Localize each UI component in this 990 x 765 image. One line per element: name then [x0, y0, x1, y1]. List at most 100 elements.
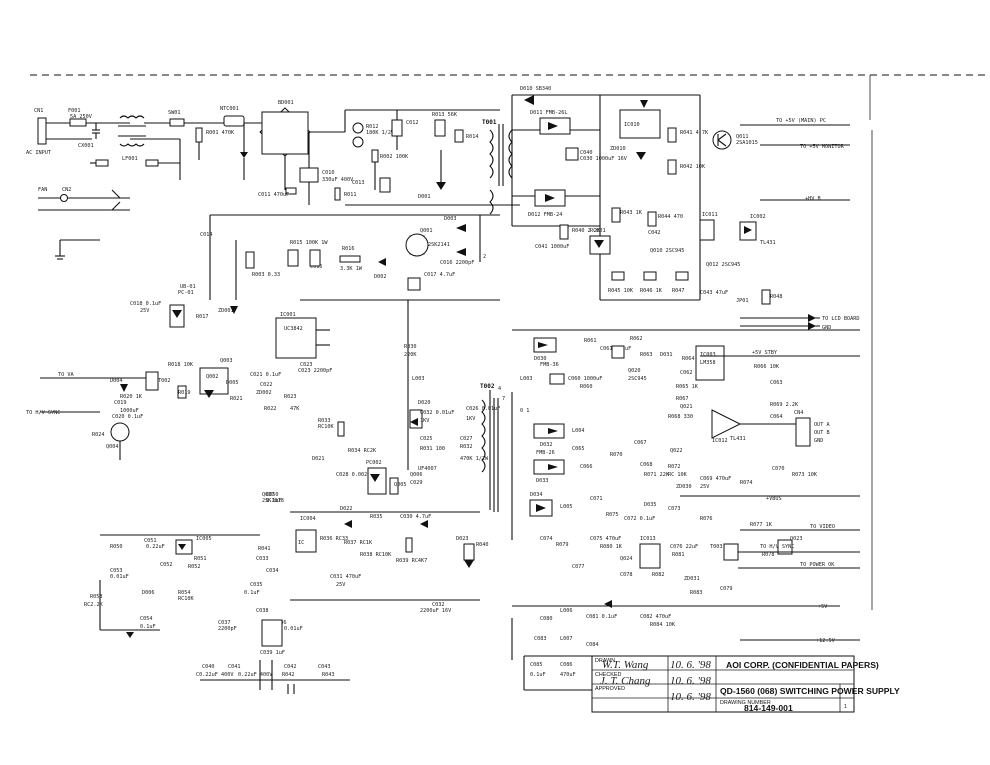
svg-text:C016 2200pF: C016 2200pF: [440, 260, 474, 266]
svg-text:IC001: IC001: [280, 312, 296, 318]
svg-text:0.22uF: 0.22uF: [146, 544, 165, 550]
svg-text:R038 RC10K: R038 RC10K: [360, 552, 392, 558]
svg-text:IC011: IC011: [702, 212, 718, 218]
svg-text:R017: R017: [196, 314, 209, 320]
svg-text:+12.5V: +12.5V: [816, 638, 835, 644]
svg-text:3.3K 1W: 3.3K 1W: [340, 266, 363, 272]
svg-text:C014: C014: [200, 232, 213, 238]
svg-text:CN4: CN4: [794, 410, 803, 416]
svg-text:R043: R043: [322, 672, 335, 678]
svg-text:Q012 2SC945: Q012 2SC945: [706, 262, 740, 268]
svg-text:R013 56K: R013 56K: [432, 112, 458, 118]
svg-text:C071: C071: [590, 496, 603, 502]
svg-text:C028 0.0022uF: C028 0.0022uF: [336, 472, 377, 478]
svg-text:C082 470uF: C082 470uF: [640, 614, 671, 620]
svg-text:IC002: IC002: [750, 214, 766, 220]
svg-text:R066 10K: R066 10K: [754, 364, 780, 370]
svg-text:C038: C038: [256, 608, 269, 614]
svg-text:C029: C029: [410, 480, 423, 486]
svg-text:TL431: TL431: [760, 240, 776, 246]
svg-text:C067: C067: [634, 440, 647, 446]
svg-text:0.1uF: 0.1uF: [266, 498, 282, 504]
svg-text:2SC945: 2SC945: [628, 376, 647, 382]
svg-text:R022: R022: [264, 406, 277, 412]
sheet-label: DRAWING NUMBER: [720, 700, 771, 706]
svg-text:R065 1K: R065 1K: [676, 384, 699, 390]
svg-text:C041 1000uF: C041 1000uF: [535, 244, 569, 250]
svg-text:TO +5V MONITOR: TO +5V MONITOR: [800, 144, 845, 150]
svg-text:R014: R014: [466, 134, 479, 140]
svg-text:UB-01: UB-01: [180, 284, 196, 290]
svg-text:C086: C086: [560, 662, 573, 668]
svg-text:2SK1018: 2SK1018: [262, 498, 284, 504]
svg-text:L004: L004: [572, 428, 585, 434]
svg-text:C074: C074: [540, 536, 553, 542]
svg-text:IC013: IC013: [640, 536, 656, 542]
revision: 1: [844, 704, 847, 710]
svg-text:C083: C083: [534, 636, 547, 642]
svg-text:47K: 47K: [290, 406, 300, 412]
svg-text:C084: C084: [586, 642, 599, 648]
svg-text:GND: GND: [814, 438, 823, 444]
svg-text:D035: D035: [644, 502, 657, 508]
svg-text:R072: R072: [668, 464, 681, 470]
svg-text:C064: C064: [770, 414, 783, 420]
svg-text:CX001: CX001: [78, 143, 94, 149]
svg-text:R075: R075: [606, 512, 619, 518]
svg-text:R070: R070: [610, 452, 623, 458]
drawing-number: 814-149-001: [744, 703, 793, 713]
svg-text:R053: R053: [90, 594, 103, 600]
svg-text:R083: R083: [690, 590, 703, 596]
svg-text:C022: C022: [260, 382, 273, 388]
svg-text:R040 2.2K: R040 2.2K: [572, 228, 601, 234]
drawn-label: DRAWN: [595, 658, 615, 664]
svg-text:470uF: 470uF: [560, 672, 576, 678]
svg-text:Q001: Q001: [420, 228, 433, 234]
bridge-rectifier-section: SW01 NTC001 R001 470K BD001 C010 330uF 4…: [168, 100, 357, 205]
svg-text:R047: R047: [672, 288, 685, 294]
svg-text:R042 10K: R042 10K: [680, 164, 706, 170]
svg-text:D020: D020: [418, 400, 431, 406]
svg-text:R021: R021: [230, 396, 243, 402]
svg-text:C042: C042: [648, 230, 661, 236]
svg-text:2200uF 16V: 2200uF 16V: [420, 608, 451, 614]
svg-text:R012: R012: [366, 124, 379, 130]
svg-text:Q011: Q011: [736, 134, 749, 140]
svg-text:Q005: Q005: [394, 482, 407, 488]
svg-text:C035: C035: [250, 582, 263, 588]
svg-text:R078: R078: [762, 552, 775, 558]
svg-text:L003: L003: [412, 376, 425, 382]
svg-text:Q007: Q007: [262, 492, 275, 498]
svg-text:R016: R016: [342, 246, 355, 252]
svg-text:C069 470uF: C069 470uF: [700, 476, 731, 482]
svg-text:Q006: Q006: [410, 472, 423, 478]
svg-text:C053: C053: [110, 568, 123, 574]
svg-text:L005: L005: [560, 504, 573, 510]
svg-text:2200pF: 2200pF: [218, 626, 237, 632]
svg-text:C023 2200pF: C023 2200pF: [298, 368, 332, 374]
svg-text:R023: R023: [284, 394, 297, 400]
svg-text:C025: C025: [420, 436, 433, 442]
svg-text:Q003: Q003: [220, 358, 233, 364]
svg-text:FAN: FAN: [38, 187, 47, 193]
lower-left-section: Q007 2SK1018 R050 C051 0.22uF IC005 R051…: [84, 492, 284, 638]
svg-text:C050: C050: [266, 492, 279, 498]
svg-text:R076: R076: [700, 516, 713, 522]
svg-text:1KV: 1KV: [420, 418, 429, 424]
drawn-date: 10. 6. '98: [670, 659, 711, 671]
svg-text:0.1uF: 0.1uF: [140, 624, 156, 630]
svg-text:R046 1K: R046 1K: [640, 288, 663, 294]
svg-text:CN2: CN2: [62, 187, 71, 193]
svg-text:LF001: LF001: [122, 156, 138, 162]
svg-text:2: 2: [483, 254, 486, 260]
svg-text:D003: D003: [444, 216, 457, 222]
svg-text:GND: GND: [822, 325, 831, 331]
svg-text:SW01: SW01: [168, 110, 181, 116]
svg-text:C040: C040: [580, 150, 593, 156]
svg-text:C079: C079: [720, 586, 733, 592]
svg-text:D011 FMB-26L: D011 FMB-26L: [530, 110, 567, 116]
svg-text:C041: C041: [228, 664, 241, 670]
svg-text:R060: R060: [580, 384, 593, 390]
ac-input-section: CN1 AC INPUT F001 5A 250V CX001 LF001 FA…: [26, 108, 260, 260]
svg-text:C077: C077: [572, 564, 585, 570]
